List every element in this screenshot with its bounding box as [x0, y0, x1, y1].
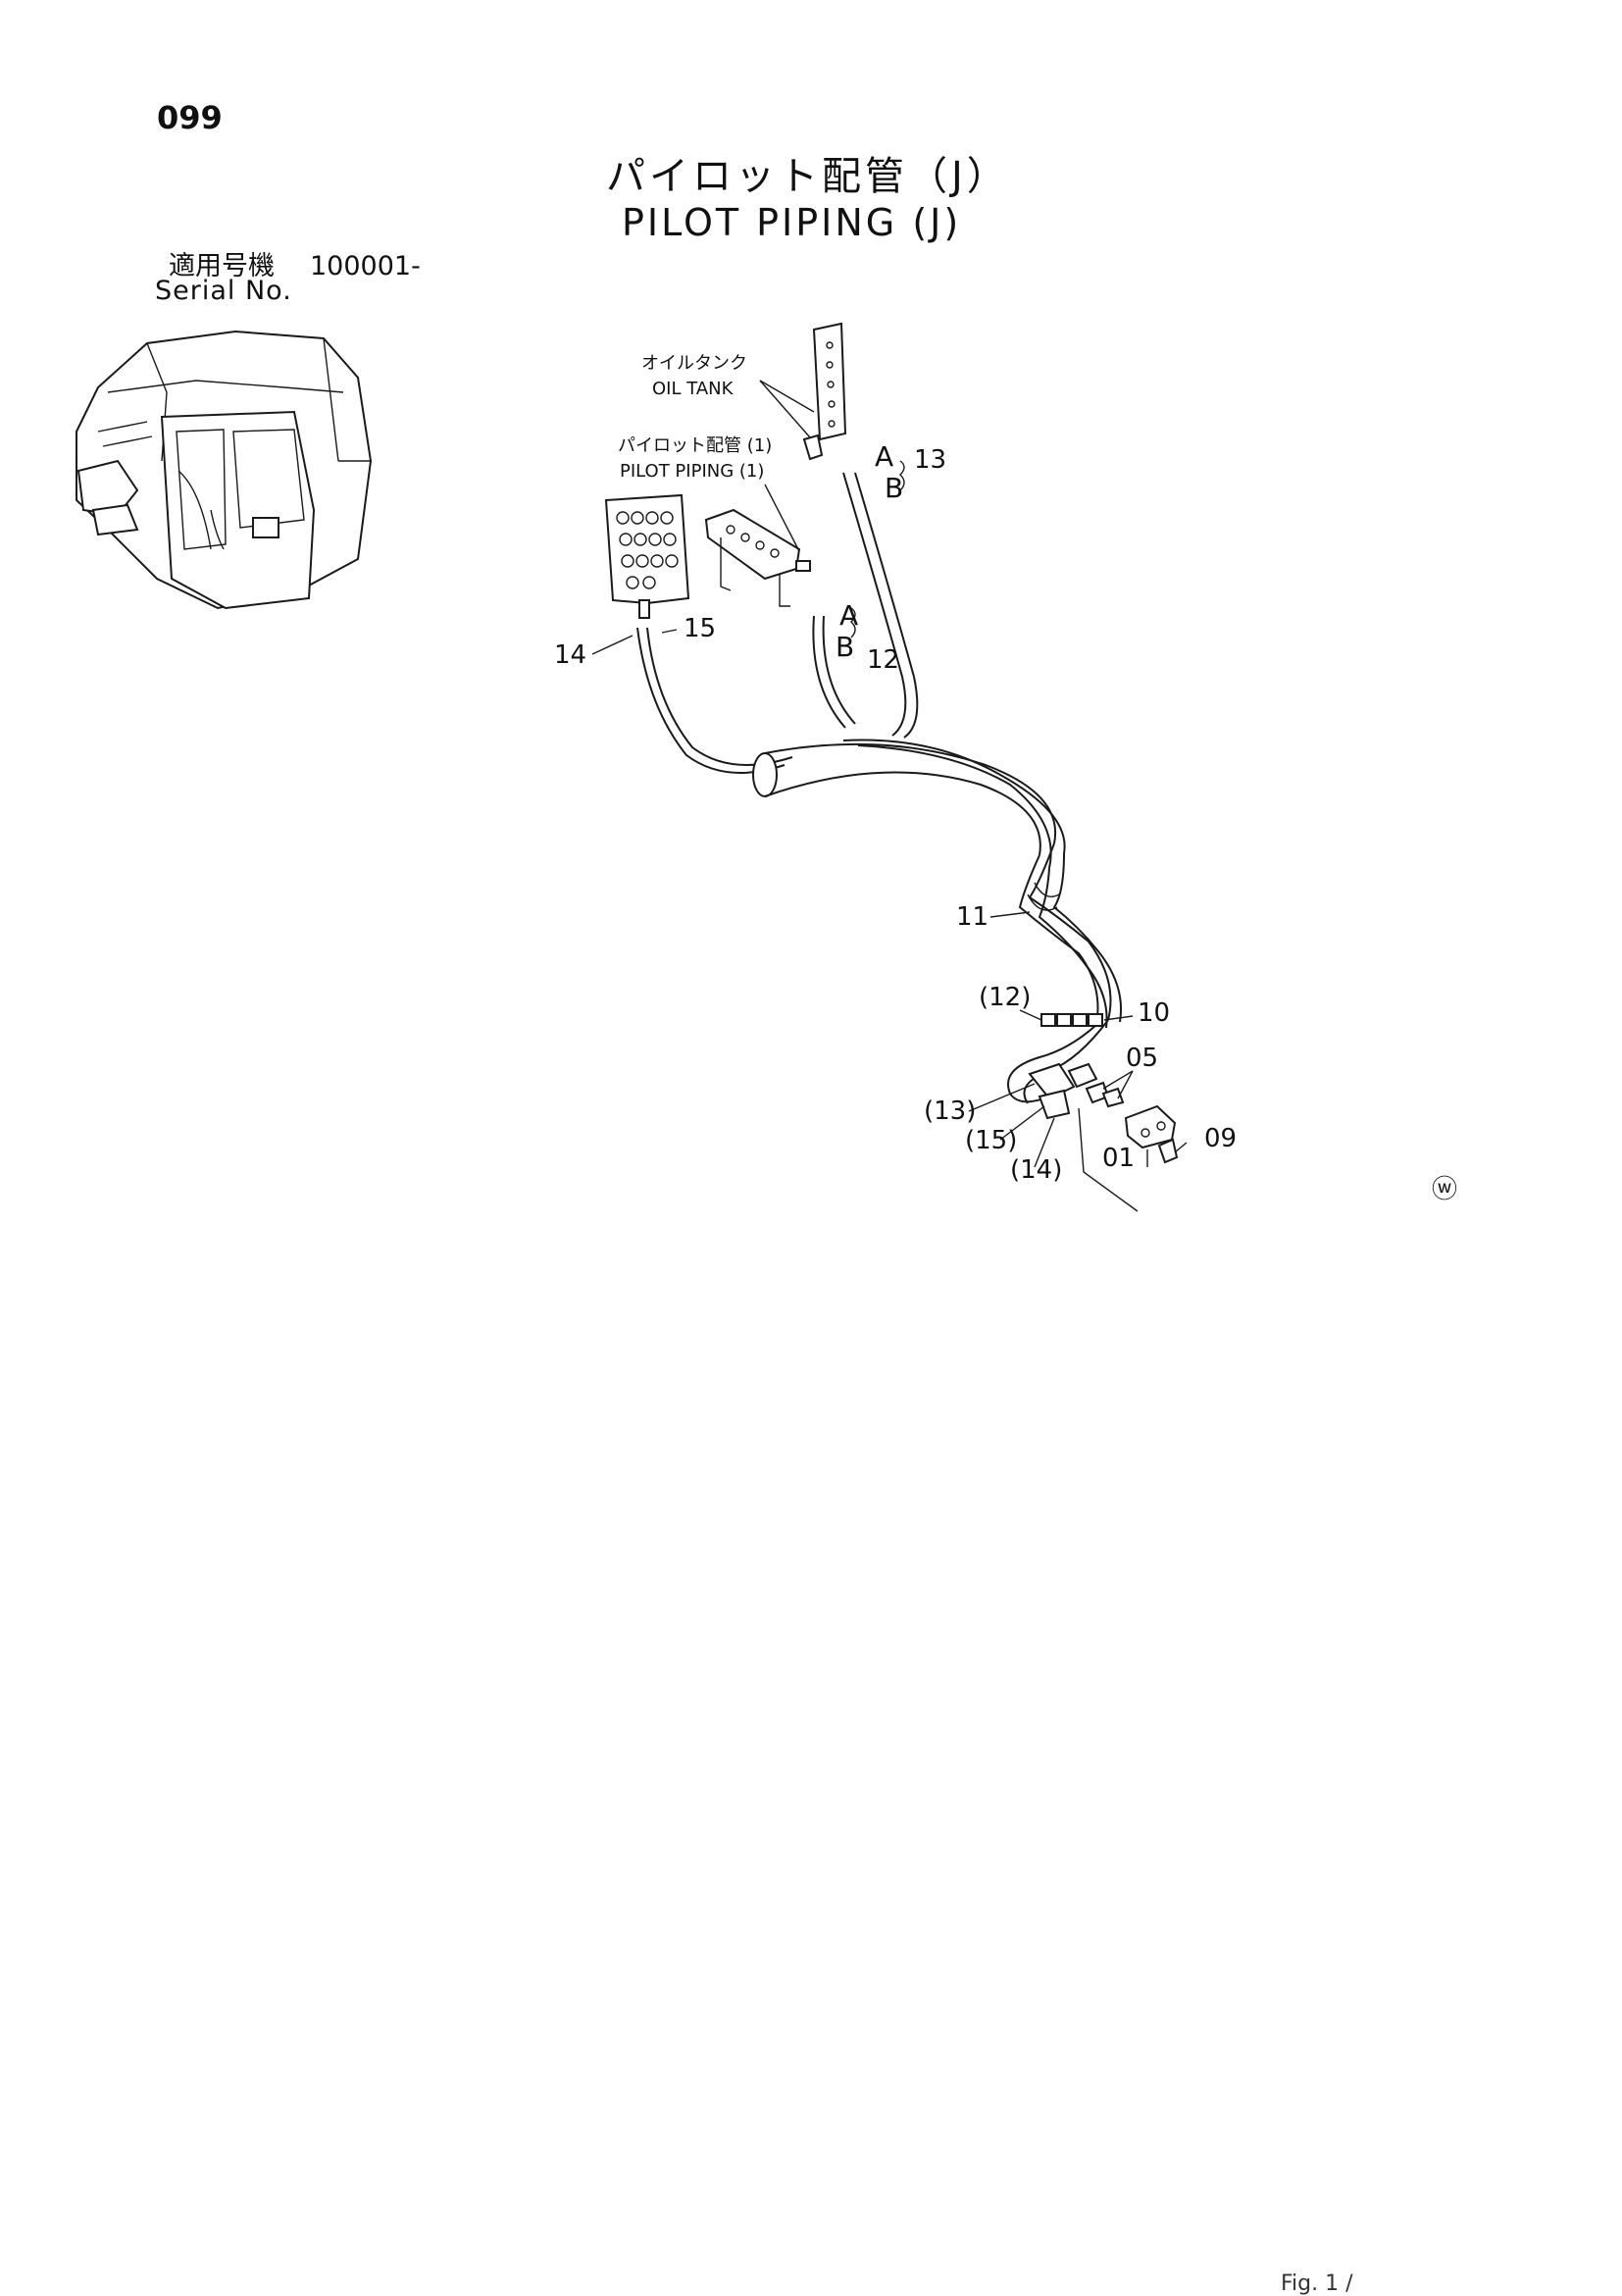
callout-14: 14 [554, 640, 587, 670]
leader-15 [661, 629, 678, 634]
serial-value: 100001- [310, 251, 421, 281]
callout-10: 10 [1138, 998, 1171, 1028]
callout-b-upper: B [885, 472, 904, 504]
callout-b-lower: B [836, 631, 855, 663]
pilot-piping-label-jp: パイロット配管 (1) [618, 435, 773, 456]
oil-tank-label-en: OIL TANK [652, 379, 734, 399]
leader-12ref [1019, 1009, 1042, 1021]
pilot-valve-block [604, 493, 690, 619]
callout-01: 01 [1102, 1144, 1136, 1173]
callout-15-ref: (15) [965, 1126, 1018, 1155]
leader-09 [1174, 1142, 1188, 1153]
callout-05: 05 [1126, 1044, 1159, 1073]
oil-tank-panel [802, 322, 847, 461]
lower-valve-assembly [1028, 1062, 1179, 1164]
coupler-set [1040, 1013, 1103, 1027]
leader-14ref [1034, 1117, 1055, 1168]
leader-13ref [968, 1083, 1036, 1112]
callout-13: 13 [914, 445, 947, 475]
leader-05a [1102, 1070, 1134, 1090]
excavator-cab-illustration [76, 330, 373, 610]
serial-label-jp: 適用号機 [169, 251, 275, 281]
bracket-01 [1078, 1107, 1139, 1212]
leader-14 [591, 635, 634, 655]
leader-10 [1103, 1015, 1134, 1021]
callout-11: 11 [956, 902, 989, 932]
pilot-piping-label-en: PILOT PIPING (1) [620, 461, 765, 482]
oil-tank-label-jp: オイルタンク [641, 353, 747, 374]
brace-12 [850, 607, 856, 638]
page-number: 099 [157, 99, 223, 136]
callout-15: 15 [684, 614, 717, 643]
footer-figure-ref: Fig. 1 / [1281, 2271, 1353, 2296]
callout-a-upper: A [875, 440, 894, 473]
callout-13-ref: (13) [924, 1097, 977, 1126]
leader-15ref [999, 1105, 1045, 1141]
callout-14-ref: (14) [1010, 1155, 1063, 1185]
page-title-jp: パイロット配管（J） [606, 154, 1010, 199]
callout-09: 09 [1204, 1124, 1238, 1153]
callout-a-lower: A [839, 599, 859, 632]
leader-05b [1117, 1070, 1134, 1099]
page-title-en: PILOT PIPING (J) [622, 201, 962, 244]
hose-bundle [636, 472, 1122, 1104]
w-mark: ⓦ [1432, 1175, 1458, 1204]
bracket-valve [704, 508, 811, 607]
callout-12-ref: (12) [979, 983, 1032, 1012]
leader-11 [989, 911, 1031, 918]
brace-13 [899, 460, 905, 491]
serial-label-en: Serial No. [155, 276, 292, 306]
callout-12: 12 [867, 645, 900, 675]
